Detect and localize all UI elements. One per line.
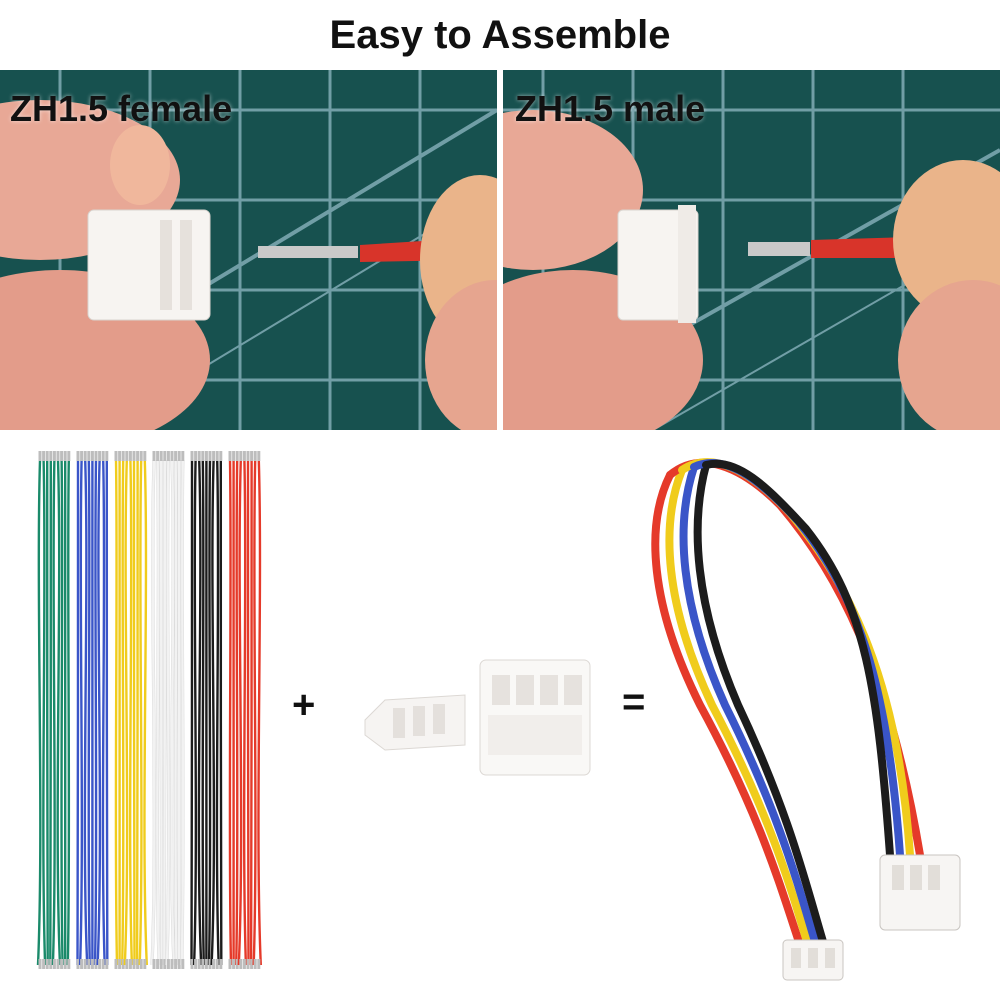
male-connector-photo bbox=[503, 70, 1000, 430]
page-title: Easy to Assemble bbox=[329, 12, 671, 57]
photo-male-connector: ZH1.5 male bbox=[503, 70, 1000, 430]
housings-illustration bbox=[364, 659, 591, 776]
wire-bundles-illustration bbox=[36, 451, 262, 969]
wire-bundles bbox=[30, 445, 270, 985]
plus-sign: + bbox=[292, 683, 316, 727]
equals-sign: = bbox=[622, 680, 646, 724]
assembled-cable bbox=[640, 445, 980, 985]
photo-female-connector: ZH1.5 female bbox=[0, 70, 497, 430]
assembled-cable-illustration bbox=[651, 458, 961, 981]
connector-housings bbox=[360, 650, 600, 780]
female-label: ZH1.5 female bbox=[10, 88, 233, 129]
female-connector-photo bbox=[0, 70, 497, 430]
male-label: ZH1.5 male bbox=[515, 88, 706, 129]
